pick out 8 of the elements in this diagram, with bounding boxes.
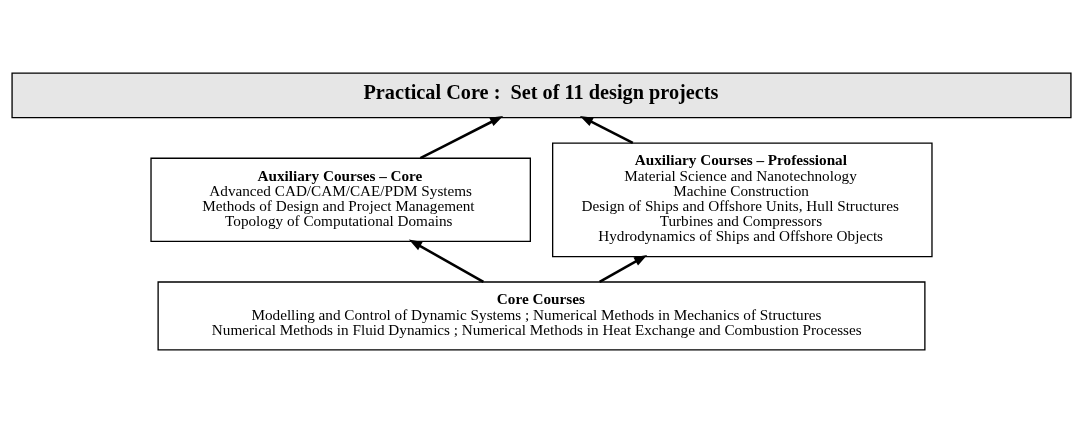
- node-box: Auxiliary Courses – Professional Material Science and Nanotechnology Machine Construction Design of Ships and Offshore Units, Hull Structures Turbines and Compressors Hydrodynamics of Ships and Offshore Objects: [552, 142, 933, 258]
- node-box: Auxiliary Courses – Core Advanced CAD/CAM/CAE/PDM Systems Methods of Design and Project Management Topology of Computational Domains: [150, 157, 531, 243]
- arrow: [598, 254, 648, 284]
- node-box: Core Courses Modelling and Control of Dynamic Systems ; Numerical Methods in Mechanics of Structures Numerical Methods in Fluid Dynamics ; Numerical Methods in Heat Exchange and Combustion Processes: [157, 281, 926, 351]
- arrow: [419, 115, 504, 160]
- node-box: Practical Core : Set of 11 design projects: [11, 72, 1072, 119]
- arrow: [579, 115, 634, 145]
- arrow: [408, 239, 485, 284]
